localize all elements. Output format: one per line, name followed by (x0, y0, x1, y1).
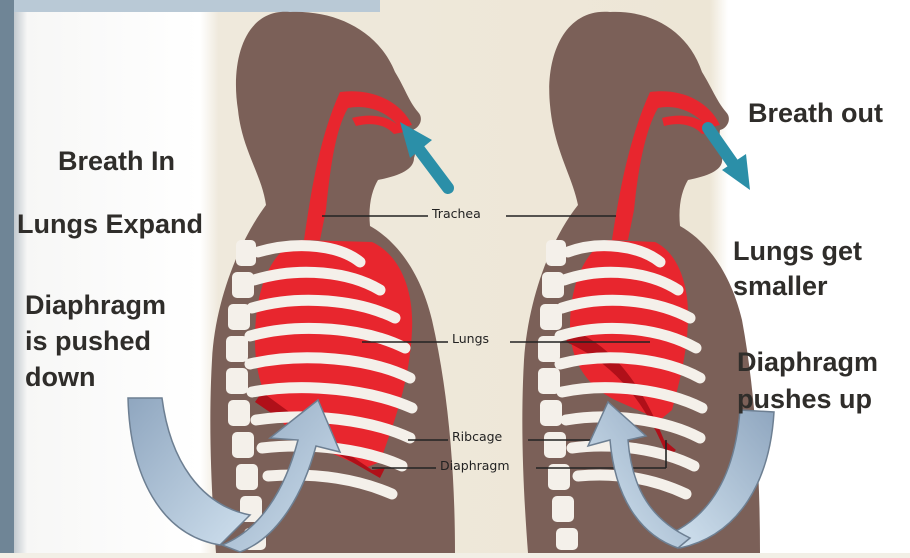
diaphragm-label: Diaphragm (440, 458, 510, 473)
diaphragm-down-line-1: Diaphragm (25, 287, 166, 323)
diaphragm-pushed-down-label: Diaphragm is pushed down (25, 287, 166, 395)
lungs-smaller-line-2: smaller (733, 269, 862, 304)
lungs-label: Lungs (452, 331, 489, 346)
diaphragm-up-line-2: pushes up (737, 381, 878, 418)
breath-in-label: Breath In (58, 146, 175, 177)
diaphragm-down-line-3: down (25, 359, 166, 395)
diaphragm-down-line-2: is pushed (25, 323, 166, 359)
ribcage-label: Ribcage (452, 429, 502, 444)
trachea-label: Trachea (432, 206, 481, 221)
diaphragm-up-line-1: Diaphragm (737, 344, 878, 381)
diaphragm-pushes-up-label: Diaphragm pushes up (737, 344, 878, 418)
top-strip (0, 0, 380, 12)
left-edge (0, 0, 14, 553)
lungs-smaller-label: Lungs get smaller (733, 234, 862, 304)
lungs-expand-label: Lungs Expand (17, 209, 203, 240)
breath-out-label: Breath out (748, 98, 883, 129)
lungs-smaller-line-1: Lungs get (733, 234, 862, 269)
